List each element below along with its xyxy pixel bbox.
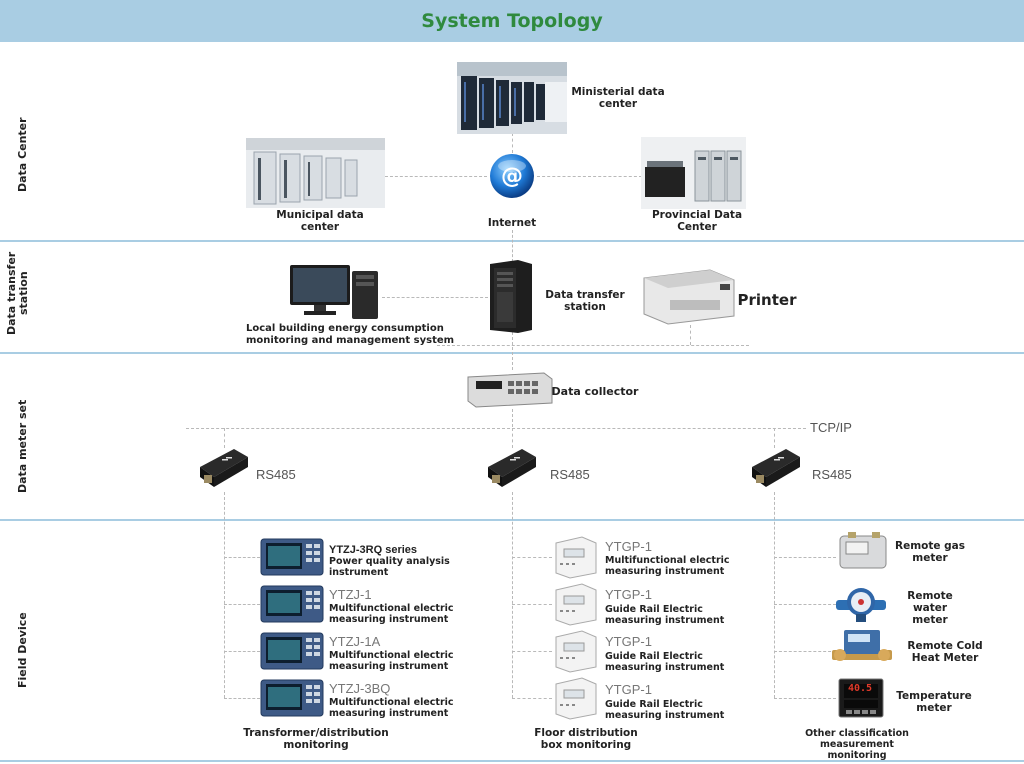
tower-server-icon	[488, 258, 534, 334]
server-room-icon	[246, 138, 385, 208]
desc-ytzj-1a: Multifunctional electric measuring instr…	[329, 650, 454, 672]
caption-other-measurement: Other classification measurement monitor…	[805, 728, 909, 761]
title-bar: System Topology	[0, 0, 1024, 42]
section-label-field-device: Field Device	[16, 612, 29, 688]
rs485-converter-icon	[196, 445, 250, 491]
desc-ytzj-3bq: Multifunctional electric measuring instr…	[329, 697, 454, 719]
desc-ytzj-1: Multifunctional electric measuring instr…	[329, 603, 454, 625]
label-rs485-3: RS485	[812, 467, 852, 482]
temperature-readout: 40.5	[848, 683, 873, 694]
svg-text:@: @	[501, 164, 523, 189]
label-municipal: Municipal data center	[276, 209, 364, 233]
din-rail-meter-icon	[552, 582, 598, 626]
temperature-controller-icon: 40.5	[838, 678, 884, 718]
model-ytgp-1: YTGP-1	[605, 682, 652, 697]
label-data-collector: Data collector	[551, 385, 639, 398]
label-ministerial: Ministerial data center	[571, 86, 665, 110]
server-room-icon	[457, 62, 567, 134]
label-tcpip: TCP/IP	[810, 420, 852, 435]
rs485-converter-icon	[484, 445, 538, 491]
power-analyzer-icon	[260, 585, 324, 623]
model-ytgp-1: YTGP-1	[605, 539, 652, 554]
data-collector-icon	[464, 371, 554, 409]
din-rail-meter-icon	[552, 629, 598, 673]
power-analyzer-icon	[260, 632, 324, 670]
label-rs485-2: RS485	[550, 467, 590, 482]
water-meter-icon	[836, 582, 886, 624]
din-rail-meter-icon	[552, 535, 598, 579]
model-ytgp-1: YTGP-1	[605, 587, 652, 602]
label-rs485-1: RS485	[256, 467, 296, 482]
printer-icon	[640, 266, 736, 326]
label-provincial: Provincial Data Center	[651, 209, 743, 233]
model-ytzj-3bq: YTZJ-3BQ	[329, 681, 391, 696]
desktop-computer-icon	[288, 263, 384, 323]
section-label-transfer: Data transfer station	[5, 251, 30, 335]
label-local-system: Local building energy consumption monito…	[246, 323, 455, 346]
din-rail-meter-icon	[552, 676, 598, 720]
section-label-data-center: Data Center	[16, 117, 29, 193]
label-transfer-station: Data transfer station	[545, 289, 625, 313]
desc-ytgp-1: Multifunctional electric measuring instr…	[605, 555, 730, 577]
rs485-converter-icon	[748, 445, 802, 491]
power-analyzer-icon	[260, 538, 324, 576]
desc-ytzj-3rq: Power quality analysis instrument	[329, 556, 450, 578]
heat-meter-icon	[832, 628, 892, 670]
label-heat-meter: Remote Cold Heat Meter	[907, 640, 983, 664]
model-ytzj-1a: YTZJ-1A	[329, 634, 381, 649]
label-printer: Printer	[737, 291, 797, 309]
desc-ytgp-1: Guide Rail Electric measuring instrument	[605, 604, 725, 626]
internet-globe-icon: @	[488, 152, 536, 200]
label-gas-meter: Remote gas meter	[894, 540, 965, 564]
model-ytgp-1: YTGP-1	[605, 634, 652, 649]
gas-meter-icon	[836, 530, 890, 572]
desc-ytgp-1: Guide Rail Electric measuring instrument	[605, 651, 725, 673]
section-label-meter-set: Data meter set	[16, 399, 29, 493]
model-ytzj-3rq: YTZJ-3RQ series	[329, 544, 418, 556]
label-internet: Internet	[487, 217, 537, 229]
server-room-icon	[641, 137, 746, 209]
caption-transformer: Transformer/distribution monitoring	[243, 727, 389, 751]
caption-floor-box: Floor distribution box monitoring	[534, 727, 638, 751]
power-analyzer-icon	[260, 679, 324, 717]
label-water-meter: Remote water meter	[907, 590, 953, 626]
desc-ytgp-1: Guide Rail Electric measuring instrument	[605, 699, 725, 721]
page-title: System Topology	[421, 10, 603, 32]
section-divider	[0, 760, 1024, 762]
model-ytzj-1: YTZJ-1	[329, 587, 372, 602]
label-temperature-meter: Temperature meter	[896, 690, 972, 714]
